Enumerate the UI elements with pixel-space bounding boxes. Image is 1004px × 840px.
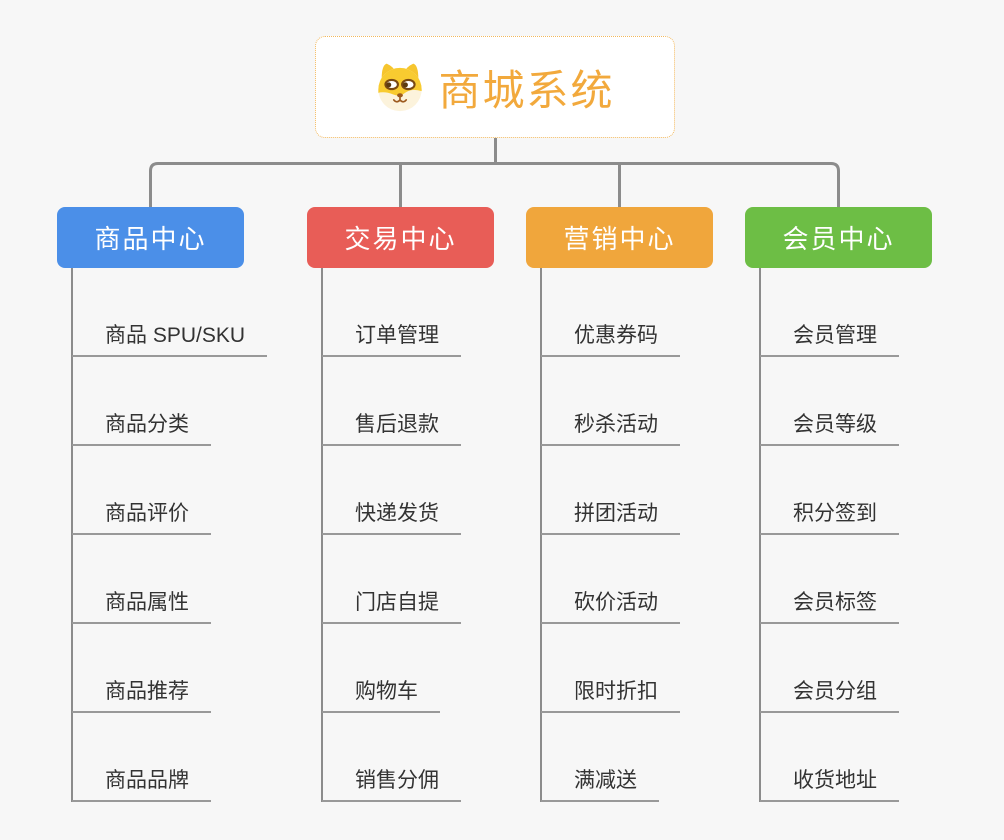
topic-node[interactable]: 商品推荐 xyxy=(72,678,211,713)
root-node[interactable]: 商城系统 xyxy=(315,36,675,138)
topic-node[interactable]: 会员分组 xyxy=(760,678,899,713)
branch-trunk-line xyxy=(759,268,761,802)
branch-member-center: 会员中心 会员管理 会员等级 积分签到 会员标签 会员分组 收货地址 xyxy=(745,207,985,807)
topic-node[interactable]: 商品 SPU/SKU xyxy=(72,322,268,357)
topic-node[interactable]: 限时折扣 xyxy=(541,678,680,713)
topic-node[interactable]: 快递发货 xyxy=(322,500,461,535)
branch-node-member-center[interactable]: 会员中心 xyxy=(745,207,932,268)
branch-trunk-line xyxy=(540,268,542,802)
topic-node[interactable]: 优惠券码 xyxy=(541,322,680,357)
branch-marketing-center: 营销中心 优惠券码 秒杀活动 拼团活动 砍价活动 限时折扣 满减送 xyxy=(526,207,766,807)
topic-node[interactable]: 收货地址 xyxy=(760,767,899,802)
topic-node[interactable]: 订单管理 xyxy=(322,322,461,357)
branch-node-product-center[interactable]: 商品中心 xyxy=(57,207,244,268)
branch-trunk-line xyxy=(71,268,73,802)
topic-node[interactable]: 会员管理 xyxy=(760,322,899,357)
topic-node[interactable]: 购物车 xyxy=(322,678,440,713)
branch-node-trade-center[interactable]: 交易中心 xyxy=(307,207,494,268)
topic-node[interactable]: 售后退款 xyxy=(322,411,461,446)
topic-node[interactable]: 会员标签 xyxy=(760,589,899,624)
topic-node[interactable]: 秒杀活动 xyxy=(541,411,680,446)
topic-node[interactable]: 门店自提 xyxy=(322,589,461,624)
branch-trunk-line xyxy=(321,268,323,802)
topic-node[interactable]: 会员等级 xyxy=(760,411,899,446)
topic-node[interactable]: 积分签到 xyxy=(760,500,899,535)
topic-node[interactable]: 商品评价 xyxy=(72,500,211,535)
shiba-dog-icon xyxy=(378,63,423,112)
root-node-label: 商城系统 xyxy=(438,66,615,114)
branch-trade-center: 交易中心 订单管理 售后退款 快递发货 门店自提 购物车 销售分佣 xyxy=(307,207,547,807)
topic-node[interactable]: 销售分佣 xyxy=(322,767,461,802)
topic-node[interactable]: 拼团活动 xyxy=(541,500,680,535)
branch-product-center: 商品中心 商品 SPU/SKU 商品分类 商品评价 商品属性 商品推荐 商品品牌 xyxy=(57,207,297,807)
topic-node[interactable]: 满减送 xyxy=(541,767,659,802)
topic-node[interactable]: 砍价活动 xyxy=(541,589,680,624)
branch-node-marketing-center[interactable]: 营销中心 xyxy=(526,207,713,268)
topic-node[interactable]: 商品属性 xyxy=(72,589,211,624)
topic-node[interactable]: 商品品牌 xyxy=(72,767,211,802)
topic-node[interactable]: 商品分类 xyxy=(72,411,211,446)
